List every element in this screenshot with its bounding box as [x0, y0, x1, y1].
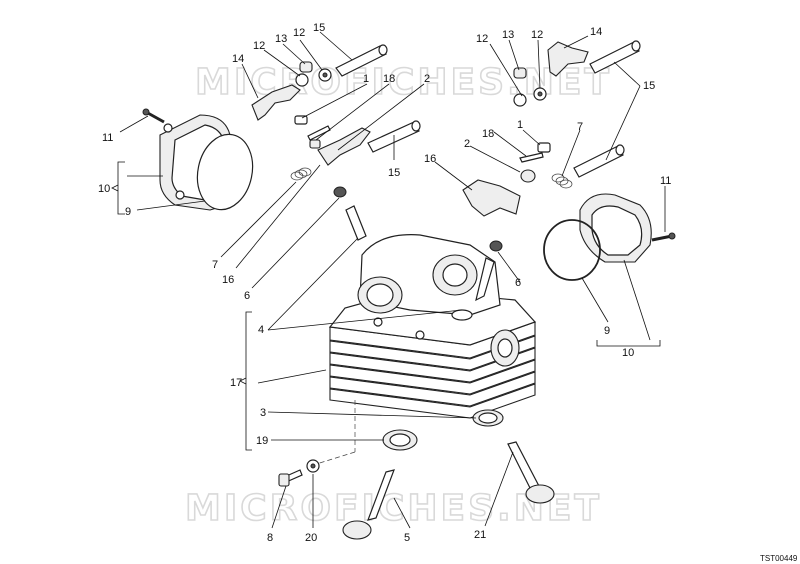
- callout-2: 2: [424, 73, 430, 85]
- callout-1: 1: [517, 119, 523, 131]
- callout-3: 3: [260, 407, 266, 419]
- callout-17: 17: [230, 377, 242, 389]
- left-tappet: [345, 205, 367, 241]
- right-rocker-arm-lower: [462, 179, 521, 217]
- callout-10: 10: [98, 183, 110, 195]
- callout-11: 11: [102, 132, 113, 144]
- callout-15: 15: [388, 167, 400, 179]
- callout-12: 12: [293, 27, 305, 39]
- callout-6: 6: [244, 290, 250, 302]
- left-rocker-arm-upper: [251, 84, 301, 121]
- callout-7: 7: [212, 259, 218, 271]
- right-rocker-shaft-lower: [573, 145, 624, 178]
- valve-21: [507, 441, 555, 504]
- left-rocker-shaft-lower: [367, 121, 420, 153]
- right-adjuster: [520, 169, 536, 183]
- right-tappet: [475, 257, 495, 302]
- right-rocker-arm-upper: [547, 41, 589, 77]
- left-rocker-arm-lower: [317, 127, 371, 166]
- right-rocker-shaft-upper: [589, 41, 640, 74]
- callout-13: 13: [275, 33, 287, 45]
- right-collet: [489, 240, 503, 252]
- right-inspection-cover: [579, 193, 652, 263]
- bottom-washer: [306, 459, 320, 473]
- callout-15: 15: [643, 80, 655, 92]
- callout-8: 8: [267, 532, 273, 544]
- callout-12: 12: [476, 33, 488, 45]
- callout-15: 15: [313, 22, 325, 34]
- right-pin: [519, 152, 544, 163]
- leader-lines: [111, 31, 666, 529]
- callout-14: 14: [590, 26, 602, 38]
- callout-21: 21: [474, 529, 486, 541]
- left-return-spring: [290, 167, 312, 181]
- left-pin: [307, 125, 331, 141]
- right-washer-a: [513, 93, 527, 107]
- callout-1: 1: [363, 73, 369, 85]
- callout-labels: 15 13 12 12 14 1 18 2 11 15 10 9 7 16 6 …: [98, 22, 671, 544]
- seal-ring-3: [472, 409, 504, 427]
- callout-14: 14: [232, 53, 244, 65]
- right-bushing: [513, 67, 527, 79]
- callout-7: 7: [577, 121, 583, 133]
- callout-4: 4: [258, 324, 264, 336]
- right-shim: [537, 142, 551, 153]
- left-bushing: [299, 61, 313, 73]
- callout-11: 11: [660, 175, 671, 187]
- callout-12: 12: [531, 29, 543, 41]
- valve-5: [342, 469, 395, 540]
- callout-16: 16: [424, 153, 436, 165]
- right-bolt: [651, 232, 676, 242]
- callout-12: 12: [253, 40, 265, 52]
- left-shim: [294, 115, 308, 125]
- callout-9: 9: [604, 325, 610, 337]
- bottom-bolt: [278, 469, 303, 487]
- callout-20: 20: [305, 532, 317, 544]
- right-return-spring: [551, 173, 573, 189]
- diagram-reference-code: TST00449: [760, 554, 798, 563]
- callout-9: 9: [125, 206, 131, 218]
- callout-13: 13: [502, 29, 514, 41]
- left-washer-a: [295, 73, 309, 87]
- cylinder-head: [309, 234, 537, 467]
- callout-18: 18: [383, 73, 395, 85]
- callout-2: 2: [464, 138, 470, 150]
- right-o-ring: [543, 219, 601, 281]
- left-collet: [333, 186, 347, 198]
- left-o-ring: [196, 133, 254, 211]
- callout-16: 16: [222, 274, 234, 286]
- callout-10: 10: [622, 347, 634, 359]
- seal-ring-19: [382, 429, 418, 451]
- callout-18: 18: [482, 128, 494, 140]
- callout-19: 19: [256, 435, 268, 447]
- left-bolt: [142, 108, 165, 124]
- callout-6: 6: [515, 277, 521, 289]
- callout-5: 5: [404, 532, 410, 544]
